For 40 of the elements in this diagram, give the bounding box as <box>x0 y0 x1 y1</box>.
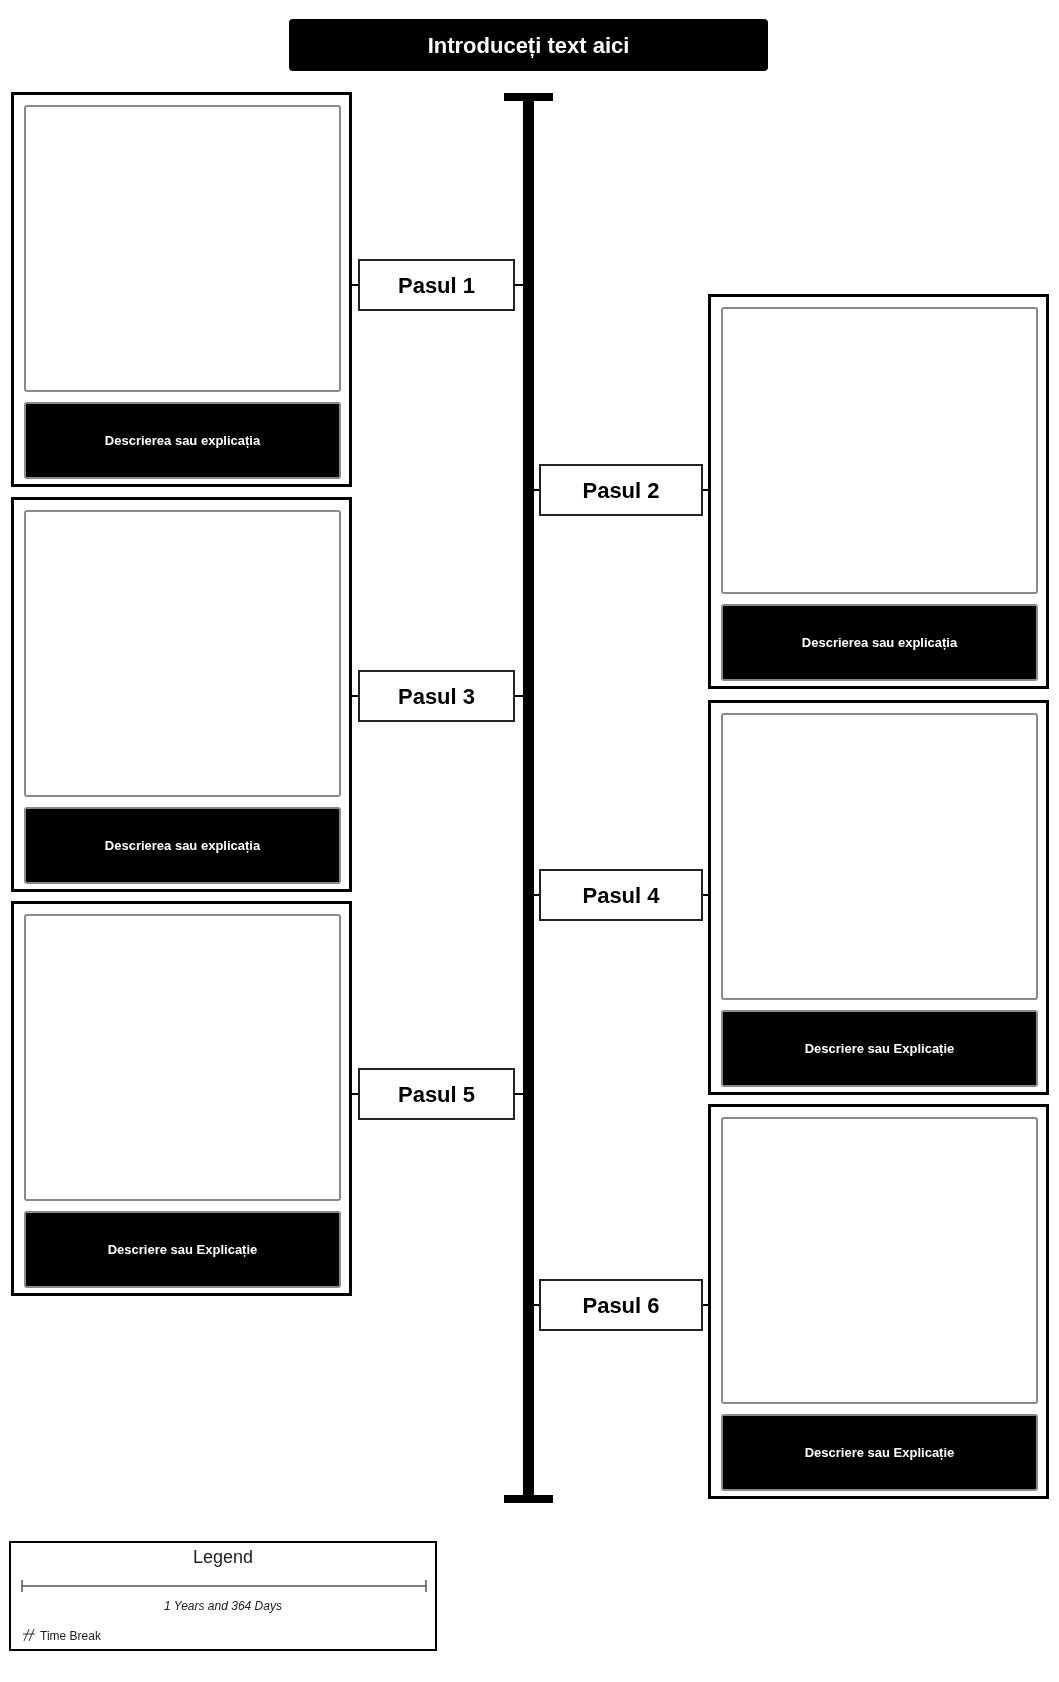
card-frame <box>708 700 1049 1095</box>
image-placeholder <box>721 713 1038 1000</box>
connector-line <box>351 1093 359 1095</box>
description-bar: Descrierea sau explicația <box>24 402 341 479</box>
connector-line <box>351 284 359 286</box>
image-placeholder <box>721 1117 1038 1404</box>
image-placeholder <box>721 307 1038 594</box>
connector-line <box>702 489 709 491</box>
step-box: Pasul 1 <box>358 259 515 311</box>
step-box: Pasul 4 <box>539 869 703 921</box>
description-bar: Descriere sau Explicație <box>24 1211 341 1288</box>
connector-line <box>533 489 540 491</box>
card-frame <box>708 294 1049 689</box>
description-bar: Descrierea sau explicația <box>24 807 341 884</box>
connector-line <box>514 1093 524 1095</box>
step-box: Pasul 2 <box>539 464 703 516</box>
card-frame <box>11 92 352 487</box>
card-frame <box>11 497 352 892</box>
image-placeholder <box>24 510 341 797</box>
title-banner: Introduceți text aici <box>289 19 768 71</box>
legend-text: 1 Years and 364 Days <box>163 1598 283 1615</box>
step-box: Pasul 5 <box>358 1068 515 1120</box>
image-placeholder <box>24 914 341 1201</box>
connector-line <box>533 1304 540 1306</box>
card-frame <box>708 1104 1049 1499</box>
card-frame <box>11 901 352 1296</box>
connector-line <box>514 284 524 286</box>
description-bar: Descrierea sau explicația <box>721 604 1038 681</box>
connector-line <box>514 695 524 697</box>
connector-line <box>702 1304 709 1306</box>
legend-text: Time Break <box>40 1628 101 1645</box>
connector-line <box>702 894 709 896</box>
connector-line <box>351 695 359 697</box>
step-box: Pasul 6 <box>539 1279 703 1331</box>
connector-line <box>533 894 540 896</box>
image-placeholder <box>24 105 341 392</box>
step-box: Pasul 3 <box>358 670 515 722</box>
legend-heading: Legend <box>191 1546 255 1569</box>
description-bar: Descriere sau Explicație <box>721 1414 1038 1491</box>
description-bar: Descriere sau Explicație <box>721 1010 1038 1087</box>
